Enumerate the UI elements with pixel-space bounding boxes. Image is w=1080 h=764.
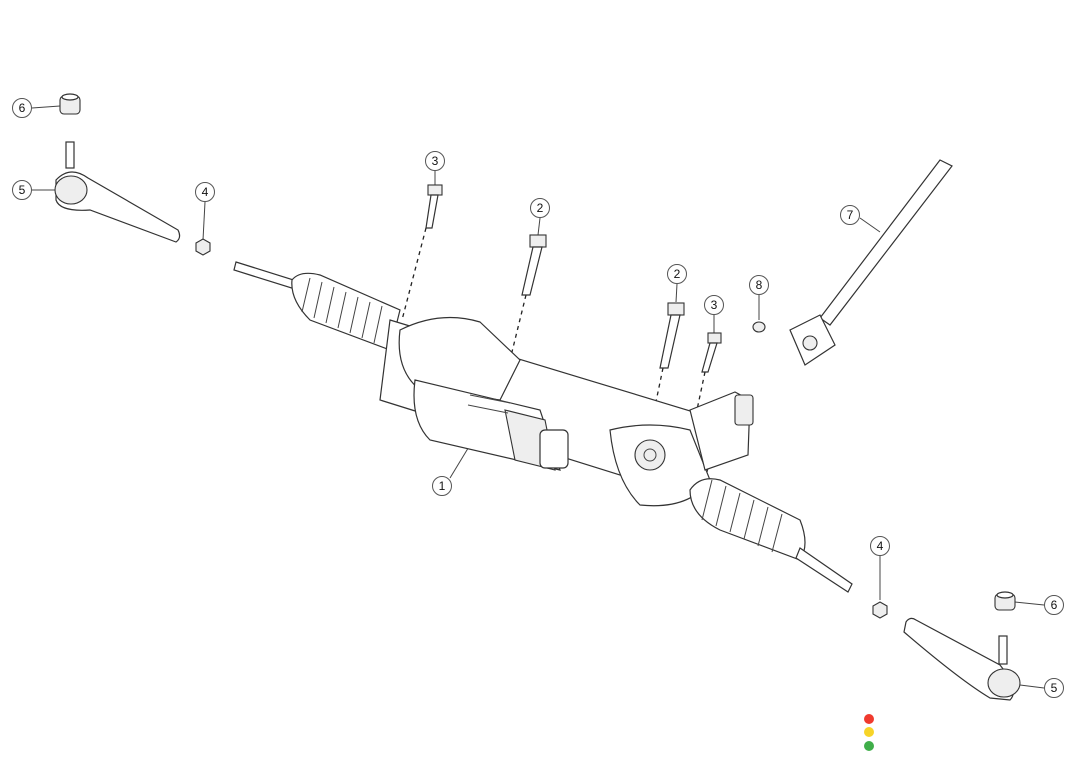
callout-8: 8 [749,275,769,295]
tie-rod-end-right [903,617,1021,701]
jam-nut-right [872,601,888,619]
status-dot-green [864,741,874,751]
callout-1: 1 [432,476,452,496]
flange-nut-bottom [994,591,1016,611]
callout-4: 4 [870,536,890,556]
callout-6: 6 [1044,595,1064,615]
leader-lines [31,105,1045,689]
bolt-3-right [701,332,722,373]
status-dot-red [864,714,874,724]
flange-nut-top [59,93,81,115]
callout-6: 6 [12,98,32,118]
callout-5: 5 [1044,678,1064,698]
callout-3: 3 [704,295,724,315]
callout-3: 3 [425,151,445,171]
steering-rack-assembly [233,261,853,593]
callout-7: 7 [840,205,860,225]
callout-2: 2 [667,264,687,284]
callout-4: 4 [195,182,215,202]
status-dot-yellow [864,727,874,737]
jam-nut-left [195,238,211,256]
bolt-2-left [521,234,547,296]
tie-rod-end-left [54,141,181,243]
intermediate-shaft [789,159,953,366]
callout-5: 5 [12,180,32,200]
bolt-3-left [425,184,443,229]
fastener-paths [401,227,706,491]
clip [752,321,766,333]
callout-2: 2 [530,198,550,218]
bolt-2-right [659,302,685,369]
